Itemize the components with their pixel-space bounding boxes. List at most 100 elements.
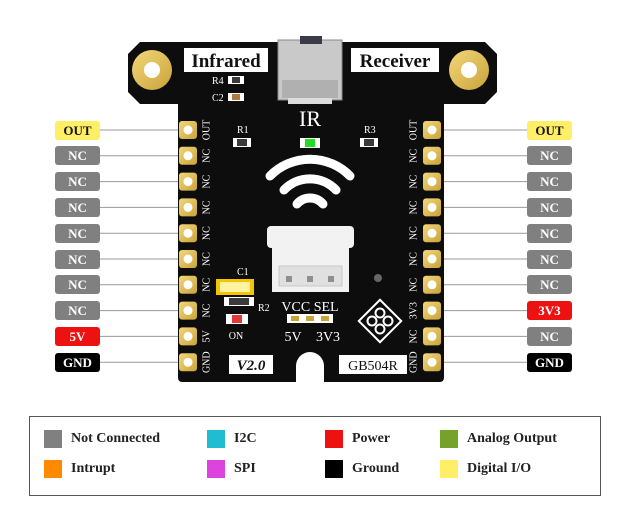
ir-led bbox=[300, 138, 320, 148]
legend-swatch bbox=[207, 430, 225, 448]
pin-pad-left bbox=[179, 224, 197, 243]
legend-item-nc: Not Connected bbox=[44, 430, 160, 448]
pin-pad-left bbox=[179, 327, 197, 346]
component-r2: R2 bbox=[258, 303, 270, 314]
legend-label: Digital I/O bbox=[467, 461, 532, 476]
pin-pad-right bbox=[423, 353, 441, 372]
component-r4: R4 bbox=[212, 76, 224, 87]
silk-label-right: NC bbox=[408, 200, 419, 214]
pin-label-right: NC bbox=[527, 197, 572, 217]
legend-label: I2C bbox=[234, 431, 257, 446]
pin-label-left: NC bbox=[55, 197, 100, 217]
silk-label-right: NC bbox=[408, 149, 419, 163]
legend-swatch bbox=[325, 430, 343, 448]
silk-label-right: NC bbox=[408, 329, 419, 343]
vcc-select-jumper bbox=[287, 314, 333, 323]
via-hole bbox=[374, 274, 382, 282]
pin-pad-right bbox=[423, 327, 441, 346]
silk-label-right: OUT bbox=[408, 120, 419, 141]
pin-pads-right bbox=[423, 121, 441, 372]
pin-pad-right bbox=[423, 172, 441, 191]
silk-label-left: NC bbox=[201, 303, 212, 317]
board-notch bbox=[296, 352, 324, 382]
legend-label: Ground bbox=[352, 461, 400, 476]
pin-label-left: NC bbox=[55, 301, 100, 321]
silk-label-left: GND bbox=[201, 351, 212, 373]
pin-label-left: 5V bbox=[55, 326, 100, 346]
pin-label-right: NC bbox=[527, 146, 572, 166]
title-left: Infrared bbox=[191, 51, 261, 72]
component-r1: R1 bbox=[237, 125, 249, 136]
pin-pad-left bbox=[179, 301, 197, 320]
pin-pad-left bbox=[179, 146, 197, 165]
pin-pad-left bbox=[179, 121, 197, 139]
vcc-3v3-label: 3V3 bbox=[316, 330, 340, 345]
legend-label: Analog Output bbox=[467, 431, 557, 446]
legend-label: Not Connected bbox=[71, 431, 161, 446]
legend-swatch bbox=[440, 430, 458, 448]
pin-pad-left bbox=[179, 198, 197, 217]
pin-label-left: NC bbox=[55, 249, 100, 269]
title-right: Receiver bbox=[360, 51, 431, 72]
pin-pad-right bbox=[423, 224, 441, 243]
pin-pad-left bbox=[179, 275, 197, 294]
pin-label-right: NC bbox=[527, 249, 572, 269]
silk-label-right: NC bbox=[408, 278, 419, 292]
silk-label-left: NC bbox=[201, 149, 212, 163]
legend-swatch bbox=[44, 430, 62, 448]
pin-pad-right bbox=[423, 121, 441, 139]
pin-label-left: NC bbox=[55, 223, 100, 243]
silk-label-left: 5V bbox=[201, 330, 212, 343]
legend-item-i2c: I2C bbox=[207, 430, 257, 448]
legend-label: Intrupt bbox=[71, 461, 116, 476]
ir-receiver-sensor bbox=[277, 36, 343, 104]
legend-item-interrupt: Intrupt bbox=[44, 460, 115, 478]
on-label: ON bbox=[229, 331, 243, 342]
component-c1: C1 bbox=[237, 267, 249, 278]
power-led bbox=[226, 314, 248, 324]
mounting-hole-right bbox=[449, 50, 489, 90]
pin-label-left: OUT bbox=[55, 120, 100, 140]
brand-logo bbox=[357, 298, 403, 344]
silk-label-right: GND bbox=[408, 351, 419, 373]
legend-label: Power bbox=[352, 431, 391, 446]
ir-label: IR bbox=[299, 106, 321, 131]
wireless-icon bbox=[265, 154, 355, 209]
legend-item-digital: Digital I/O bbox=[440, 460, 531, 478]
board-diagram: Infrared Receiver IR R4 C2 R1 R3 C1 R bbox=[100, 36, 527, 382]
legend-swatch bbox=[207, 460, 225, 478]
silk-label-right: NC bbox=[408, 252, 419, 266]
pin-label-left: NC bbox=[55, 172, 100, 192]
legend-swatch bbox=[325, 460, 343, 478]
pin-label-right: 3V3 bbox=[527, 301, 572, 321]
pin-pad-right bbox=[423, 275, 441, 294]
pin-pad-left bbox=[179, 250, 197, 268]
pin-pad-right bbox=[423, 198, 441, 217]
pin-pads-left bbox=[179, 121, 197, 372]
pin-leader-lines bbox=[100, 129, 527, 363]
pin-pad-right bbox=[423, 301, 441, 320]
legend-swatch bbox=[440, 460, 458, 478]
silk-label-left: NC bbox=[201, 278, 212, 292]
pin-label-right: NC bbox=[527, 172, 572, 192]
pin-label-right: GND bbox=[527, 352, 572, 372]
silk-label-right: NC bbox=[408, 174, 419, 188]
legend-item-spi: SPI bbox=[207, 460, 256, 478]
component-c2: C2 bbox=[212, 93, 224, 104]
pin-label-left: NC bbox=[55, 275, 100, 295]
pin-label-right: OUT bbox=[527, 120, 572, 140]
component-r3: R3 bbox=[364, 125, 376, 136]
legend-label: SPI bbox=[234, 461, 256, 476]
pin-pad-left bbox=[179, 172, 197, 191]
silk-label-right: NC bbox=[408, 226, 419, 240]
pin-label-left: GND bbox=[55, 352, 100, 372]
mounting-hole-left bbox=[132, 50, 172, 90]
pin-label-left: NC bbox=[55, 146, 100, 166]
legend-swatch bbox=[44, 460, 62, 478]
silk-label-left: NC bbox=[201, 174, 212, 188]
silk-label-left: OUT bbox=[201, 120, 212, 141]
version-label: V2.0 bbox=[237, 358, 266, 374]
